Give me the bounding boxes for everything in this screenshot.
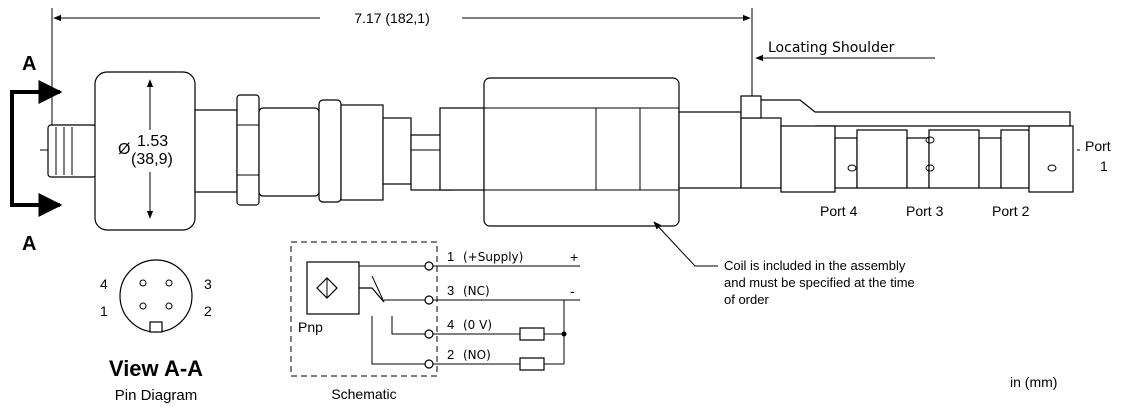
port1-number: 1: [1100, 158, 1108, 174]
pnp-label: Pnp: [298, 319, 323, 335]
pin-diagram-subtitle: Pin Diagram: [115, 387, 198, 404]
schematic-pin4-num: 4: [447, 317, 454, 332]
schematic-pin4-label: (0 V): [463, 318, 492, 332]
coil-note-line1: Coil is included in the assembly: [724, 258, 906, 273]
valve-cartridge: [678, 95, 1074, 193]
section-marker-top: A: [22, 53, 36, 75]
view-aa-title: View A-A: [109, 356, 203, 381]
port-labels: Port 1 Port 4 Port 3 Port 2: [820, 138, 1111, 219]
coil-note-line2: and must be specified at the time: [724, 275, 915, 290]
pin-1-label: 1: [100, 303, 108, 319]
coil-note-line3: of order: [724, 292, 769, 307]
schematic-pin3-num: 3: [447, 283, 454, 298]
section-marker-bottom: A: [22, 233, 36, 255]
locating-shoulder-label: Locating Shoulder: [768, 40, 895, 56]
section-marker: A A: [10, 53, 63, 255]
locating-shoulder-callout: Locating Shoulder: [755, 40, 935, 62]
schematic-pin3-label: (NC): [463, 284, 490, 298]
schematic-pin1-num: 1: [447, 249, 454, 264]
supply-minus: -: [570, 283, 575, 299]
diameter-symbol: Ø: [118, 141, 130, 158]
pin-2-label: 2: [204, 303, 212, 319]
port4-label: Port 4: [820, 203, 858, 219]
schematic-pin2-label: (NO): [463, 348, 491, 362]
adapter-nut: [194, 94, 454, 206]
diameter-inches: 1.53: [137, 133, 168, 150]
diameter-mm: (38,9): [131, 151, 173, 168]
overall-length-label: 7.17 (182,1): [354, 10, 430, 26]
supply-plus: +: [570, 249, 578, 265]
sensor-body: Ø 1.53 (38,9): [94, 71, 196, 231]
port3-label: Port 3: [906, 203, 944, 219]
schematic-pin1-label: (+Supply): [463, 250, 523, 264]
connector-stub: [47, 124, 97, 178]
schematic-pin2-num: 2: [447, 347, 454, 362]
port1-label: Port: [1085, 138, 1111, 154]
pin-4-label: 4: [100, 276, 108, 292]
port2-label: Port 2: [992, 203, 1030, 219]
units-label: in (mm): [1010, 374, 1057, 390]
pin-3-label: 3: [204, 276, 212, 292]
overall-dimension: 7.17 (182,1): [51, 8, 753, 150]
schematic: 1 (+Supply) 3 (NC) 4 (0 V) 2 (NO) + - Pn…: [290, 241, 580, 402]
coil-note: Coil is included in the assembly and mus…: [653, 221, 915, 307]
coil-body: [439, 77, 680, 227]
pin-diagram: 4 3 1 2 View A-A Pin Diagram: [100, 259, 212, 404]
schematic-caption: Schematic: [331, 386, 396, 402]
